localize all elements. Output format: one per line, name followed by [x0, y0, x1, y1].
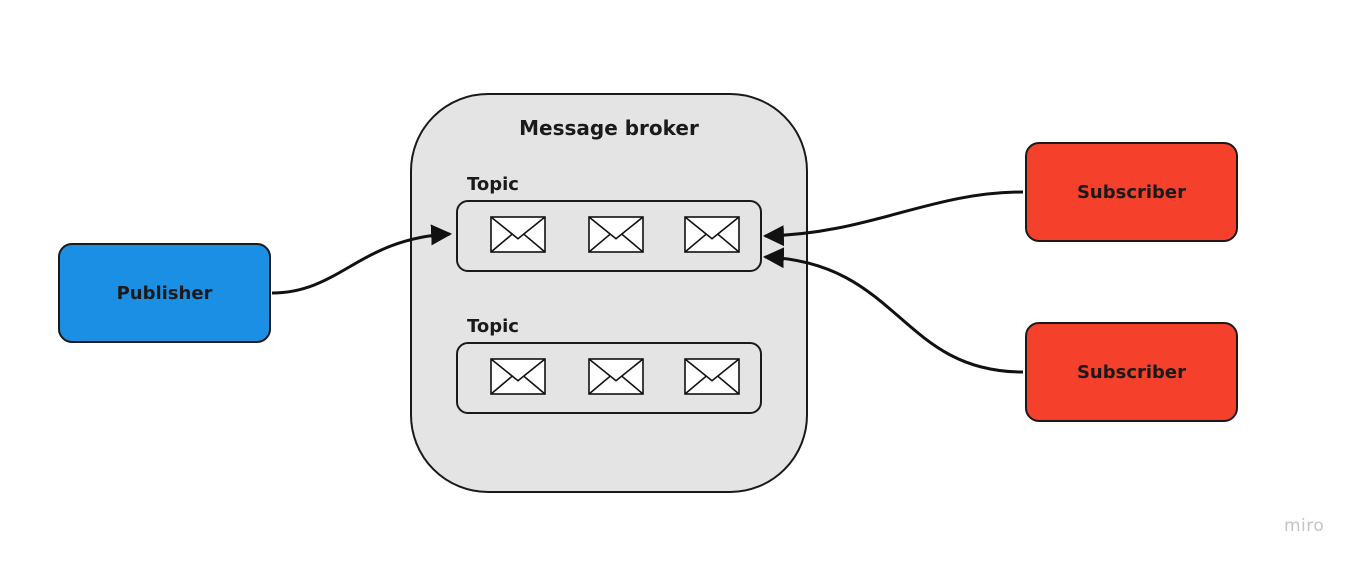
miro-watermark: miro: [1284, 516, 1325, 536]
publisher-label: Publisher: [116, 282, 213, 304]
subscriber-label-2: Subscriber: [1076, 361, 1187, 383]
subscriber-label-1: Subscriber: [1076, 181, 1187, 203]
publisher-node[interactable]: Publisher: [58, 243, 271, 343]
subscriber-node-1[interactable]: Subscriber: [1025, 142, 1238, 242]
topic-label-1: Topic: [467, 174, 519, 195]
topic-box-2[interactable]: [456, 342, 762, 414]
message-broker[interactable]: Message broker: [410, 93, 808, 493]
topic-label-2: Topic: [467, 316, 519, 337]
topic-box-1[interactable]: [456, 200, 762, 272]
subscriber-node-2[interactable]: Subscriber: [1025, 322, 1238, 422]
broker-title: Message broker: [519, 116, 699, 140]
